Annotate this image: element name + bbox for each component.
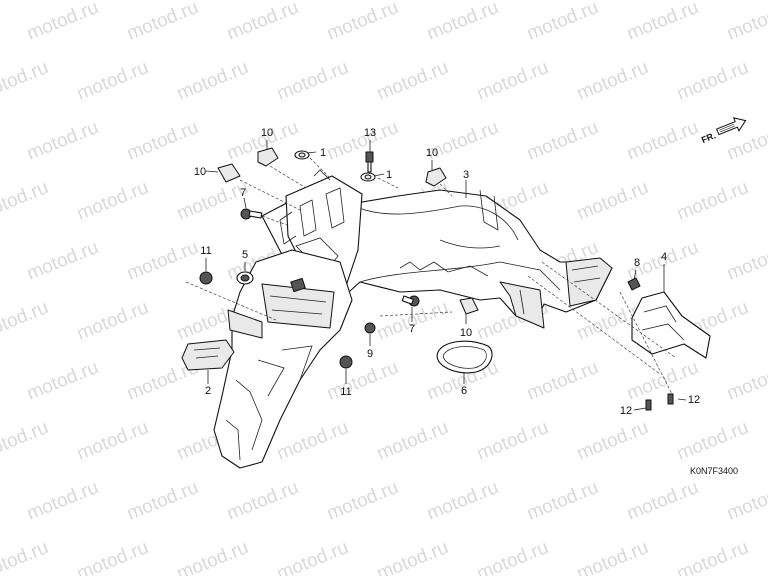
watermark-text: motod.ru <box>724 237 768 285</box>
watermark-text: motod.ru <box>0 237 1 285</box>
watermark-text: motod.ru <box>124 477 201 525</box>
leader-lines <box>185 140 687 411</box>
watermark-text: motod.ru <box>374 537 451 576</box>
callout-12: 12 <box>620 405 632 417</box>
watermark-text: motod.ru <box>724 477 768 525</box>
diagram-code: K0N7F3400 <box>690 466 738 476</box>
watermark-text: motod.ru <box>324 477 401 525</box>
callout-11: 11 <box>340 386 351 398</box>
watermark-text: motod.ru <box>674 177 751 225</box>
watermark-text: motod.ru <box>724 0 768 45</box>
watermark-text: motod.ru <box>324 117 401 165</box>
watermark-text: motod.ru <box>574 537 651 576</box>
front-direction-indicator: FR. <box>700 117 747 145</box>
watermark-text: motod.ru <box>0 477 1 525</box>
callout-2: 2 <box>205 385 211 397</box>
watermark-text: motod.ru <box>624 117 701 165</box>
watermark-text: motod.ru <box>474 417 551 465</box>
watermark-text: motod.ru <box>274 417 351 465</box>
callout-10: 10 <box>460 327 472 339</box>
watermark-text: motod.ru <box>674 417 751 465</box>
watermark-text: motod.ru <box>74 177 151 225</box>
callout-7: 7 <box>240 187 246 199</box>
watermark-text: motod.ru <box>674 57 751 105</box>
watermark-text: motod.ru <box>0 297 51 345</box>
watermark-text: motod.ru <box>0 357 1 405</box>
callout-13: 13 <box>364 127 376 139</box>
watermark-text: motod.ru <box>124 237 201 285</box>
watermark-text: motod.ru <box>674 537 751 576</box>
watermark-text: motod.ru <box>624 477 701 525</box>
callout-8: 8 <box>634 257 640 269</box>
side-cover-part-4 <box>631 291 711 359</box>
watermark-text: motod.ru <box>124 117 201 165</box>
callout-5: 5 <box>242 249 248 261</box>
watermark-text: motod.ru <box>74 417 151 465</box>
watermark-text: motod.ru <box>324 357 401 405</box>
watermark-text: motod.ru <box>224 0 301 45</box>
callout-10: 10 <box>261 127 273 139</box>
front-arrow-icon <box>715 117 747 136</box>
watermark-text: motod.ru <box>24 117 101 165</box>
watermark-text: motod.ru <box>24 0 101 45</box>
watermark-text: motod.ru <box>174 57 251 105</box>
callout-9: 9 <box>367 348 373 360</box>
watermark-text: motod.ru <box>424 0 501 45</box>
watermark-text: motod.ru <box>74 57 151 105</box>
watermark-text: motod.ru <box>224 477 301 525</box>
callout-4: 4 <box>661 251 667 263</box>
callout-3: 3 <box>463 169 469 181</box>
callout-1: 1 <box>320 147 326 159</box>
front-direction-label: FR. <box>700 130 717 145</box>
watermark-text: motod.ru <box>374 57 451 105</box>
watermark-text: motod.ru <box>174 537 251 576</box>
reflector-part <box>181 339 235 371</box>
callout-1: 1 <box>386 169 392 181</box>
watermark-text: motod.ru <box>524 0 601 45</box>
callout-7: 7 <box>409 323 415 335</box>
watermark-text: motod.ru <box>0 177 51 225</box>
watermark-text: motod.ru <box>0 0 1 45</box>
watermark-text: motod.ru <box>174 177 251 225</box>
watermark-text: motod.ru <box>274 537 351 576</box>
watermark-text: motod.ru <box>524 117 601 165</box>
watermark-text: motod.ru <box>424 477 501 525</box>
watermark-text: motod.ru <box>524 357 601 405</box>
callout-10: 10 <box>194 166 206 178</box>
rear-fender-part-2 <box>213 249 353 469</box>
watermark-text: motod.ru <box>574 417 651 465</box>
callout-11: 11 <box>200 245 211 257</box>
watermark-text: motod.ru <box>474 537 551 576</box>
watermark-text: motod.ru <box>374 417 451 465</box>
callout-10: 10 <box>426 147 438 159</box>
watermark-text: motod.ru <box>324 0 401 45</box>
watermark-text: motod.ru <box>474 57 551 105</box>
watermark-text: motod.ru <box>74 537 151 576</box>
watermark-text: motod.ru <box>24 477 101 525</box>
watermark-text: motod.ru <box>0 117 1 165</box>
callout-12: 12 <box>688 394 700 406</box>
watermark-text: motod.ru <box>624 0 701 45</box>
watermark-text: motod.ru <box>724 357 768 405</box>
watermark-text: motod.ru <box>274 57 351 105</box>
watermark-text: motod.ru <box>24 237 101 285</box>
watermark-text: motod.ru <box>24 357 101 405</box>
callout-6: 6 <box>461 385 467 397</box>
fasteners <box>199 147 674 411</box>
callouts: 10 1 13 1 10 10 3 7 5 11 8 4 7 10 9 2 11… <box>194 127 700 417</box>
seal-ring-part-6 <box>436 340 493 374</box>
watermark-text: motod.ru <box>0 417 51 465</box>
watermark-text: motod.ru <box>74 297 151 345</box>
watermark-text: motod.ru <box>124 0 201 45</box>
watermark-text: motod.ru <box>574 57 651 105</box>
watermark-text: motod.ru <box>0 537 51 576</box>
watermark-text: motod.ru <box>524 477 601 525</box>
watermark-text: motod.ru <box>574 177 651 225</box>
watermark-text: motod.ru <box>0 57 51 105</box>
